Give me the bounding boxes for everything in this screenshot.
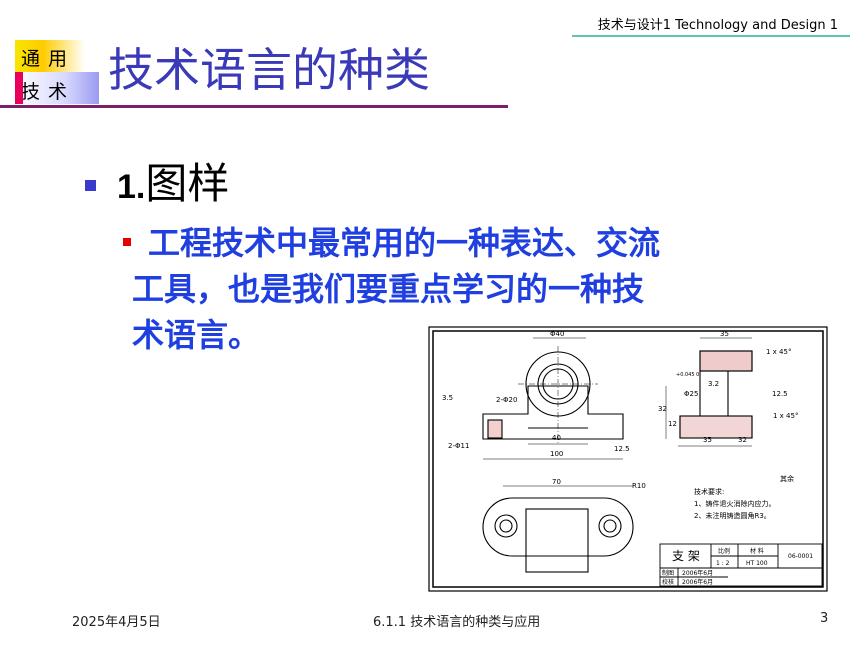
dim-2-phi20: 2-Φ20 — [496, 396, 517, 404]
drawing-inner-frame — [432, 330, 824, 588]
sub-bullet-square-icon — [123, 238, 131, 246]
logo-blue-block — [15, 72, 99, 104]
engineering-drawing: Φ40 35 1 x 45° Φ25 +0.045 0 3.2 12.5 1 x… — [428, 326, 828, 592]
dim-phi25: Φ25 — [684, 390, 698, 398]
dim-2-phi11: 2-Φ11 — [448, 442, 469, 450]
course-header: 技术与设计1 Technology and Design 1 — [597, 18, 838, 33]
dim-35-bottom: 35 — [703, 436, 712, 444]
slide-title: 技术语言的种类 — [108, 43, 430, 97]
drawing-outer-frame — [428, 326, 828, 592]
dim-chamfer-side: 1 x 45° — [773, 412, 798, 420]
dim-r10: R10 — [632, 482, 646, 490]
front-view — [482, 346, 624, 444]
header-divider — [572, 35, 850, 37]
logo-red-accent — [15, 72, 23, 104]
dim-phi40: Φ40 — [550, 330, 564, 338]
sub-bullet-text: 工程技术中最常用的一种表达、交流 工具，也是我们要重点学习的一种技 术语言。 — [132, 220, 778, 358]
material-value: HT 100 — [746, 560, 768, 567]
page-number: 3 — [820, 611, 829, 626]
bullet-1-number: 1. — [117, 168, 146, 206]
part-name: 支 架 — [672, 549, 700, 563]
logo-yellow-block — [15, 40, 85, 74]
logo-line2: 技术 — [21, 81, 76, 103]
dim-32-mid: 32 — [658, 405, 667, 413]
ra-12-5-side: 12.5 — [772, 390, 788, 398]
top-view — [482, 497, 634, 573]
dimension-lines — [483, 337, 752, 487]
dim-chamfer-top: 1 x 45° — [766, 348, 791, 356]
sub-bullet-line-1: 工程技术中最常用的一种表达、交流 — [148, 224, 661, 262]
title-block: 支 架 比例 1 : 2 材 料 HT 100 06-0001 制图 2006年… — [659, 543, 823, 587]
dim-100: 100 — [550, 450, 563, 458]
dim-32-bottom: 32 — [738, 436, 747, 444]
logo-line1: 通用 — [21, 48, 76, 70]
dim-35-top: 35 — [720, 330, 729, 338]
footer-title: 6.1.1 技术语言的种类与应用 — [373, 615, 541, 630]
bullet-square-icon — [85, 180, 96, 191]
note-1: 1、铸件退火消除内应力。 — [694, 499, 775, 508]
material-label: 材 料 — [750, 547, 764, 555]
dimension-labels: Φ40 35 1 x 45° Φ25 +0.045 0 3.2 12.5 1 x… — [442, 330, 798, 490]
bullet-1: 1.图样 — [117, 150, 229, 211]
dim-12: 12 — [668, 420, 677, 428]
scale-label: 比例 — [718, 547, 730, 555]
sub-bullet-line-2: 工具，也是我们要重点学习的一种技 — [132, 270, 645, 308]
ra-rest-label: 其余 — [780, 474, 794, 483]
title-underline — [0, 105, 508, 108]
checked-date: 2006年6月 — [682, 578, 713, 586]
drawn-label: 制图 — [662, 569, 674, 577]
drawing-code: 06-0001 — [788, 553, 813, 560]
sub-bullet-line-3: 术语言。 — [132, 316, 261, 354]
ra-3-5: 3.5 — [442, 394, 453, 402]
course-logo: 通用 技术 — [15, 40, 99, 104]
dim-70: 70 — [552, 478, 561, 486]
note-2: 2、未注明铸造圆角R3。 — [694, 511, 771, 520]
ra-12-5-front: 12.5 — [614, 445, 630, 453]
checked-label: 校核 — [662, 578, 674, 586]
scale-value: 1 : 2 — [716, 560, 730, 567]
side-view — [679, 350, 753, 439]
dim-tolerance: +0.045 0 — [676, 372, 699, 378]
ra-3-2: 3.2 — [708, 380, 719, 388]
dim-40-mid: 40 — [552, 434, 561, 442]
drawn-date: 2006年6月 — [682, 569, 713, 577]
notes-title: 技术要求: — [694, 487, 724, 496]
bullet-1-text: 图样 — [145, 159, 230, 208]
technical-notes: 技术要求: 1、铸件退火消除内应力。 2、未注明铸造圆角R3。 — [694, 487, 775, 520]
footer-date: 2025年4月5日 — [72, 615, 161, 630]
